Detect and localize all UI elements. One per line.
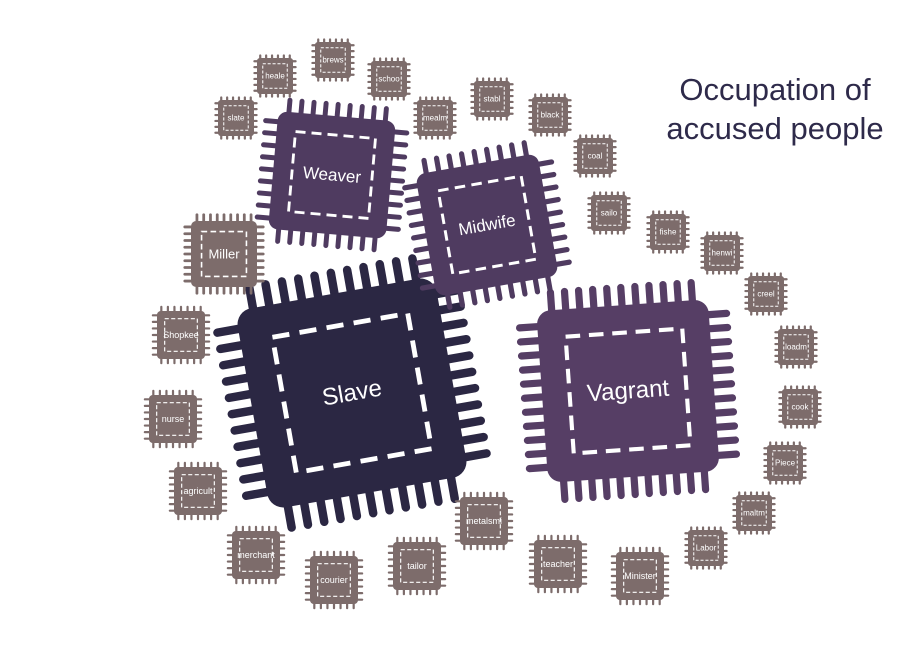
title-line-2: accused people [666,111,884,146]
chip-label-shopkee: Shopkee [163,330,199,340]
chip-loadm: loadm [774,325,818,369]
chip-teacher: teacher [528,534,588,594]
chip-label-tailor: tailor [407,561,427,571]
chip-schoo: schoo [367,57,411,101]
chip-mealm: mealm [413,96,457,140]
chip-label-cook: cook [792,403,810,412]
chip-labor: Labor [684,526,728,570]
chip-henwi: henwi [700,231,744,275]
chip-label-fishe: fishe [660,228,677,237]
chip-brews: brews [311,38,355,82]
chip-label-courier: courier [320,575,348,585]
chip-label-black: black [541,111,561,120]
chip-maltm: maltm [732,491,776,535]
chip-label-coal: coal [588,152,603,161]
chip-tailor: tailor [387,536,447,596]
chip-stabl: stabl [470,77,514,121]
chip-slave: Slave [213,254,491,532]
chip-weaver: Weaver [254,97,410,253]
chip-miller: Miller [183,213,265,295]
chip-label-brews: brews [322,56,343,65]
title-line-1: Occupation of [679,72,871,107]
chip-creel: creel [744,272,788,316]
diagram-title: Occupation of accused people [640,70,910,148]
chip-nurse: nurse [143,389,203,449]
chip-label-merchant: merchant [237,550,275,560]
chip-midwife: Midwife [402,140,572,310]
chip-agricult: agricult [168,461,228,521]
chip-label-maltm: maltm [743,509,765,518]
chip-vagrant: Vagrant [515,278,741,504]
chip-label-metalsmi: metalsmi [466,516,502,526]
chip-piece: Piece [763,441,807,485]
chip-label-heale: heale [265,72,285,81]
chip-heale: heale [253,54,297,98]
chip-label-piece: Piece [775,459,796,468]
chip-label-creel: creel [757,290,775,299]
chip-label-henwi: henwi [712,249,733,258]
chip-label-mealm: mealm [423,114,447,123]
chip-shopkee: Shopkee [151,305,211,365]
chip-slate: slate [214,96,258,140]
chip-label-vagrant: Vagrant [586,375,670,408]
chip-label-schoo: schoo [378,75,400,84]
chip-label-slate: slate [228,114,245,123]
chip-label-agricult: agricult [183,486,213,496]
chip-label-minister: Minister [624,571,656,581]
chip-courier: courier [304,550,364,610]
chip-merchant: merchant [226,525,286,585]
chip-coal: coal [573,134,617,178]
chip-label-stabl: stabl [484,95,501,104]
chip-sailo: sailo [587,191,631,235]
chip-cook: cook [778,385,822,429]
chip-fishe: fishe [646,210,690,254]
chip-label-nurse: nurse [162,414,185,424]
chip-label-labor: Labor [696,544,717,553]
chip-minister: Minister [610,546,670,606]
chip-black: black [528,93,572,137]
chip-label-miller: Miller [208,247,240,262]
chip-label-sailo: sailo [601,209,618,218]
chip-label-teacher: teacher [543,559,573,569]
chip-label-loadm: loadm [785,343,807,352]
chip-metalsmi: metalsmi [454,491,514,551]
